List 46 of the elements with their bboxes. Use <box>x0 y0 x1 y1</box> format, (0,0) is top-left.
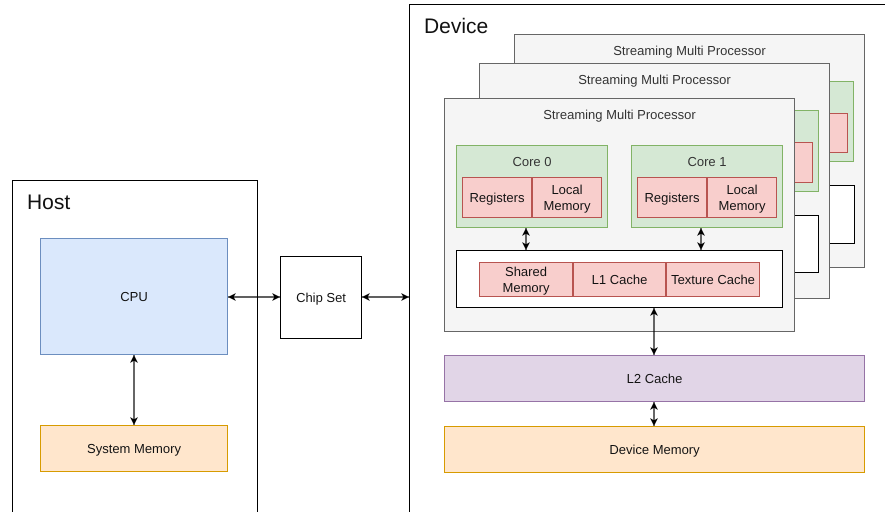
container-heading: Device <box>424 15 488 39</box>
core-box <box>631 145 783 228</box>
register-box <box>462 177 532 218</box>
box-title: Streaming Multi Processor <box>543 107 696 122</box>
connector-arrow <box>130 355 138 425</box>
box-title: Core 0 <box>512 154 552 169</box>
core-box <box>456 145 608 228</box>
box-label: Device Memory <box>608 442 701 458</box>
box-label: Registers <box>468 190 526 206</box>
memory-group-box <box>456 250 783 308</box>
memory-box <box>479 262 573 297</box>
connector-arrow <box>697 228 705 250</box>
host-container <box>12 180 258 512</box>
processor-panel-top <box>514 34 865 63</box>
connector-arrow <box>650 402 658 426</box>
box-label: System Memory <box>86 440 182 456</box>
cache-box <box>666 262 760 297</box>
box-title: Streaming Multi Processor <box>613 43 766 58</box>
connector-arrow <box>650 308 658 355</box>
cpu-box <box>40 238 228 355</box>
box-label: Local Memory <box>542 182 592 214</box>
register-box <box>637 177 707 218</box>
connector-arrow <box>522 228 530 250</box>
box-label: Registers <box>644 190 700 206</box>
cache-box <box>573 262 666 297</box>
connector-arrow <box>362 293 409 301</box>
processor-panel <box>444 98 795 332</box>
memory-box <box>532 177 602 218</box>
processor-panel-top <box>479 63 830 98</box>
cache-box <box>444 355 865 402</box>
box-title: Core 1 <box>687 154 727 169</box>
box-label: CPU <box>119 288 149 304</box>
connector-arrow <box>228 293 280 301</box>
memory-box <box>444 426 865 473</box>
box-label: Chip Set <box>295 290 347 306</box>
memory-box <box>707 177 777 218</box>
box-label: Shared Memory <box>502 264 550 296</box>
chipset-box <box>280 256 362 339</box>
box-title: Streaming Multi Processor <box>578 72 731 87</box>
device-container <box>409 4 885 512</box>
box-label: Local Memory <box>718 182 766 214</box>
box-label: Texture Cache <box>670 272 756 288</box>
box-label: L1 Cache <box>590 272 648 288</box>
box-label: L2 Cache <box>626 370 684 386</box>
memory-box <box>40 425 228 472</box>
container-heading: Host <box>27 191 70 215</box>
